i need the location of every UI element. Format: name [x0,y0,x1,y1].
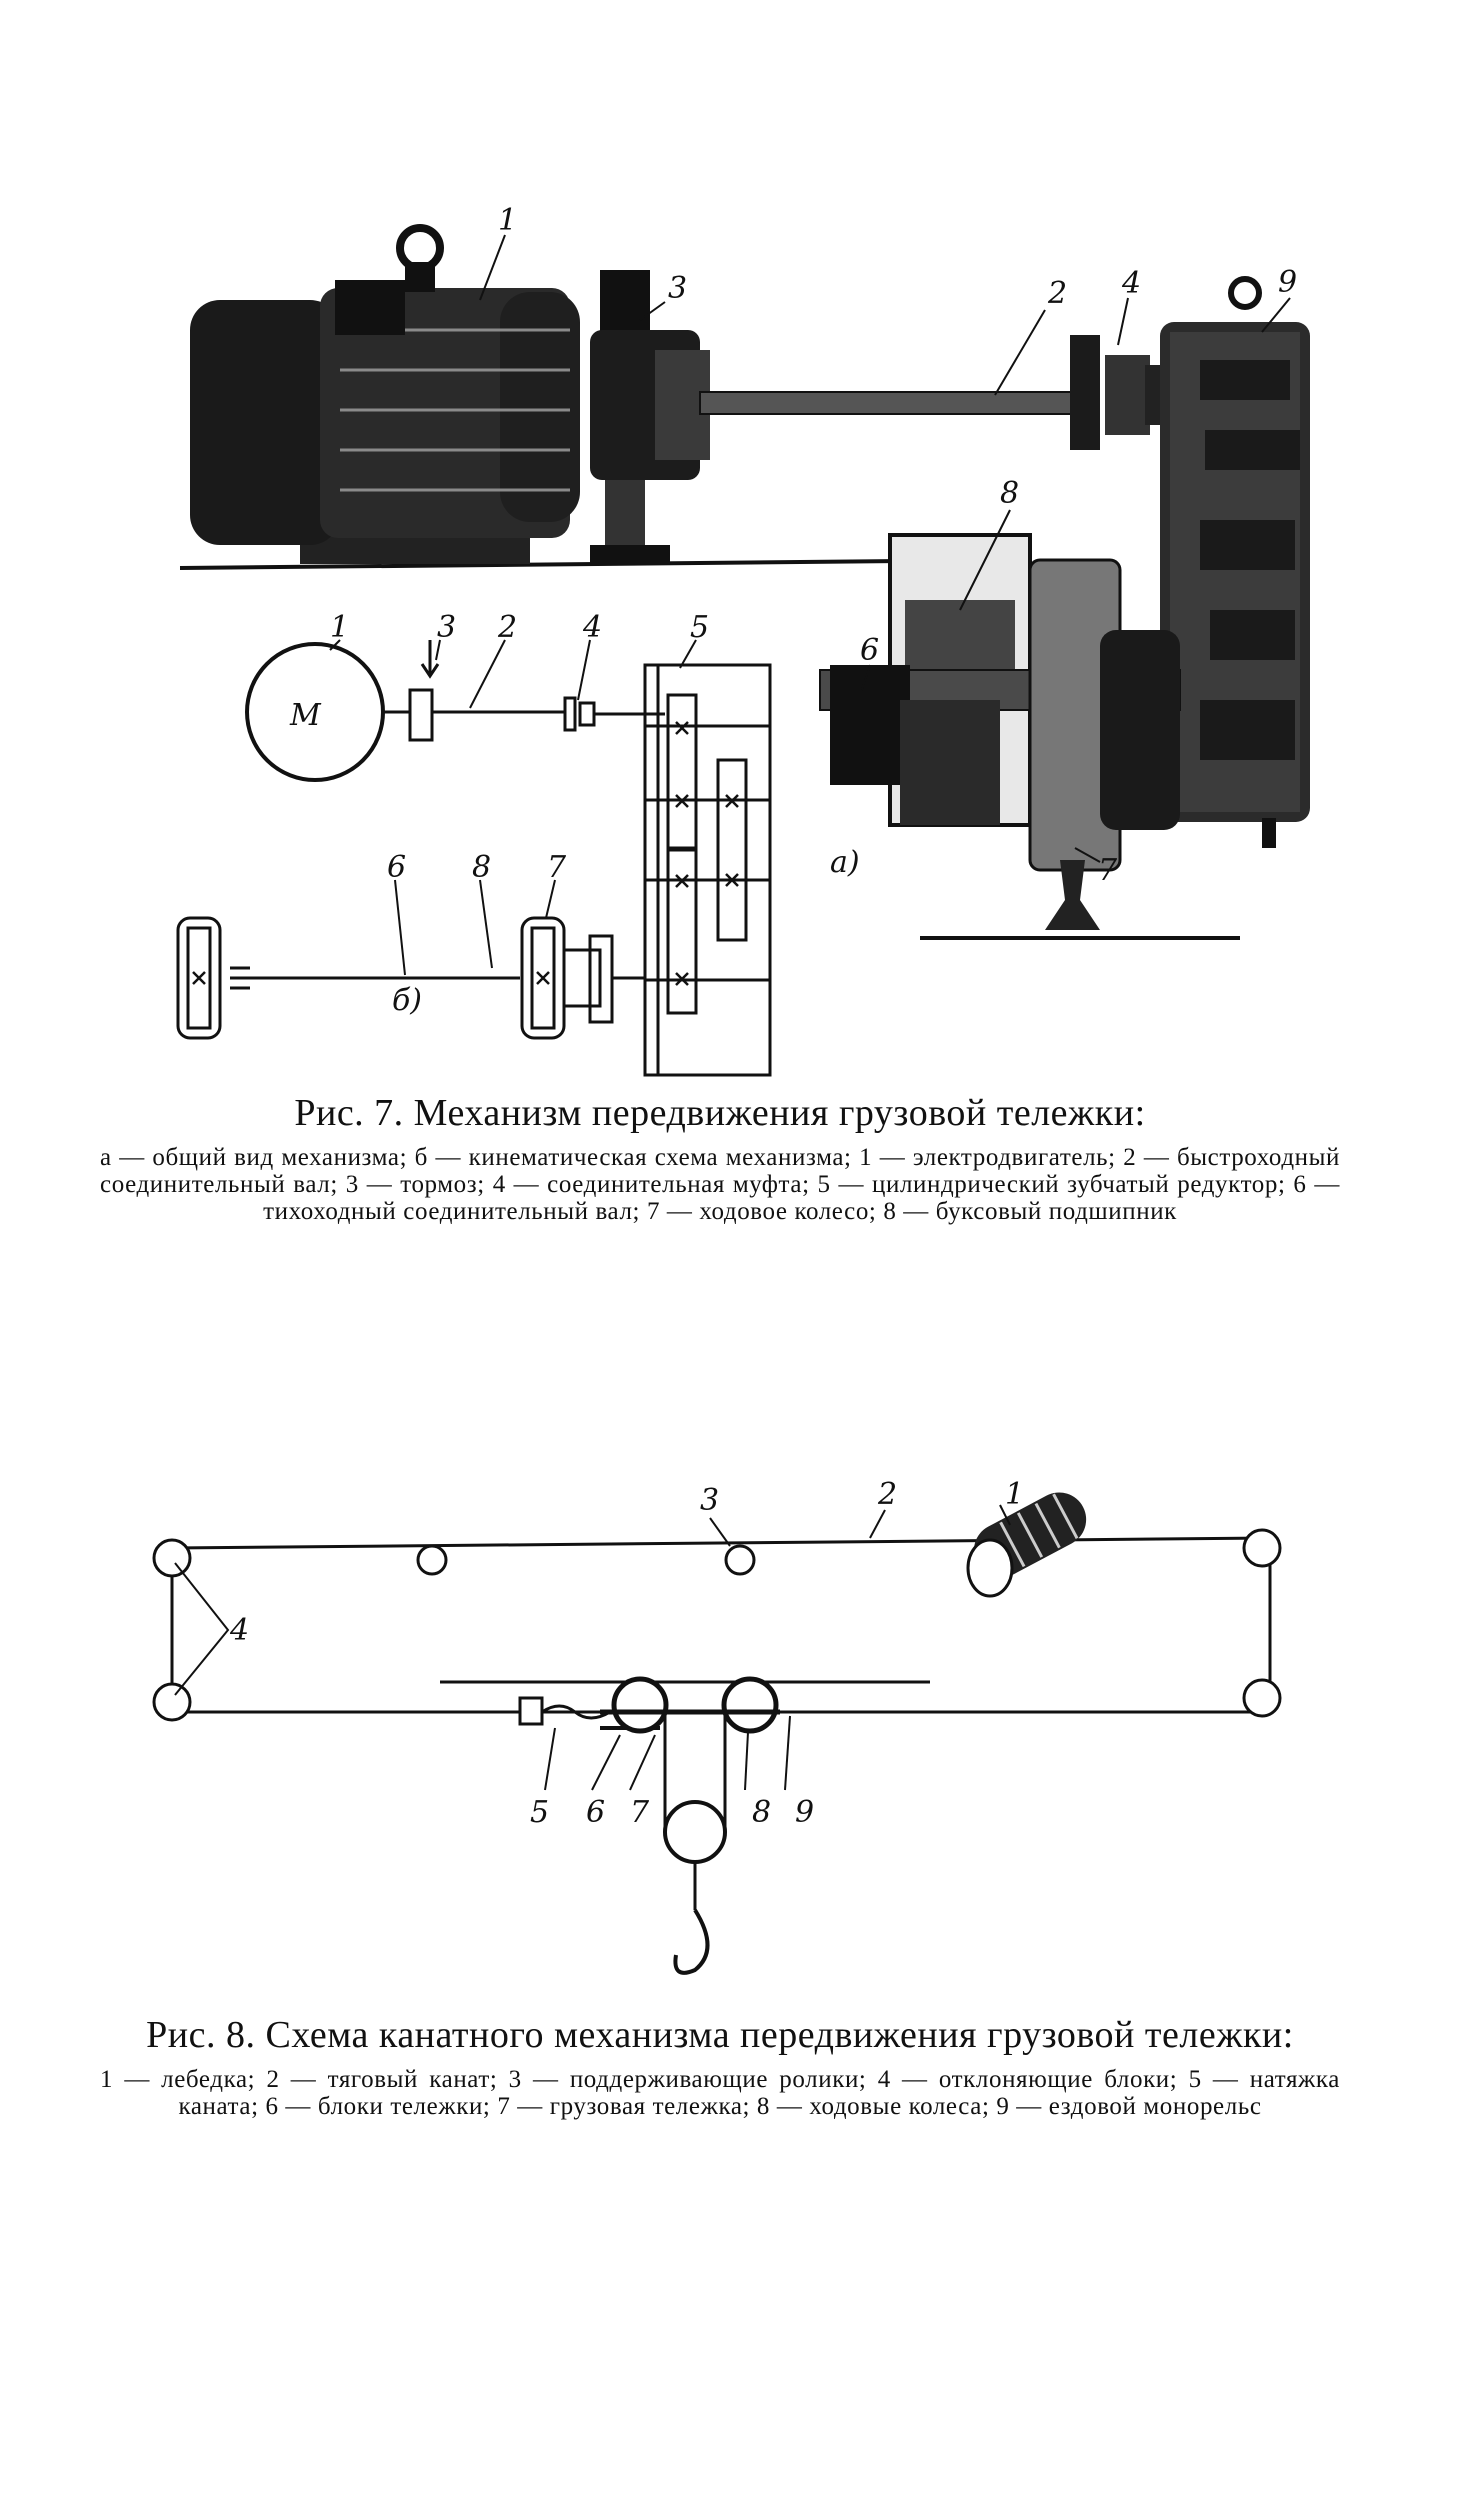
deflecting-blocks [152,1528,1282,1722]
brake-drawing [590,270,710,565]
kin-label-1: 1 [330,610,349,645]
trolley-drawing [518,1676,780,1975]
figure-7-drawing: 1 2 3 4 9 8 6 7 а) 1 3 2 4 5 М 6 8 7 б) [176,203,1310,1077]
gear-crosses [192,721,739,986]
fig8-label-5: 5 [530,1795,549,1830]
fig8-label-7: 7 [630,1795,650,1830]
motor-symbol: М [289,698,322,733]
fig7-label-7: 7 [1098,853,1118,888]
leader-lines-fig7 [329,234,1291,976]
view-label-b: б) [392,983,422,1018]
fig7-label-1: 1 [498,203,517,238]
figure-8-title: Рис. 8. Схема канатного механизма передв… [146,2014,1294,2056]
figure-7-title: Рис. 7. Механизм передвижения грузовой т… [294,1092,1146,1134]
fig8-label-6: 6 [586,1795,605,1830]
fig7-label-3: 3 [668,271,687,306]
figure-8-caption: Рис. 8. Схема канатного механизма передв… [100,2012,1340,2120]
fig7-label-4: 4 [1121,266,1141,301]
fig8-label-4: 4 [229,1613,249,1648]
figure-8-drawing: 1 2 3 4 5 6 7 8 9 [152,1477,1282,1975]
fig8-label-8: 8 [752,1795,771,1830]
kin-label-3: 3 [437,610,456,645]
wheel-assembly-drawing [819,533,1240,940]
support-rollers [416,1544,756,1576]
fig8-label-9: 9 [795,1795,814,1830]
view-label-a: а) [830,845,860,880]
motor-drawing [179,224,1011,570]
figure-7-legend: а — общий вид механизма; б — кинематичес… [100,1144,1340,1225]
rope-scheme [170,1536,1272,1730]
fig7-label-6: 6 [860,633,879,668]
leader-lines-fig8 [174,1504,1011,1791]
fig7-label-9: 9 [1278,265,1297,300]
kin-label-5: 5 [690,610,709,645]
fig7-label-2: 2 [1047,276,1067,311]
fig8-label-2: 2 [877,1477,897,1512]
kin-label-2: 2 [497,610,517,645]
fig8-label-1: 1 [1005,1477,1024,1512]
winch-drawing [966,1492,1087,1598]
fig8-label-3: 3 [700,1483,719,1518]
figure-7-caption: Рис. 7. Механизм передвижения грузовой т… [100,1090,1340,1225]
kin-label-8: 8 [472,850,491,885]
kin-label-6: 6 [387,850,406,885]
figure-8-legend: 1 — лебедка; 2 — тяговый канат; 3 — подд… [100,2066,1340,2120]
kin-label-4: 4 [582,610,602,645]
fig7-label-8: 8 [1000,476,1019,511]
fast-shaft-drawing [699,391,1081,415]
reducer-drawing [1160,276,1310,848]
kin-label-7: 7 [547,850,567,885]
kinematic-scheme [176,640,772,1077]
